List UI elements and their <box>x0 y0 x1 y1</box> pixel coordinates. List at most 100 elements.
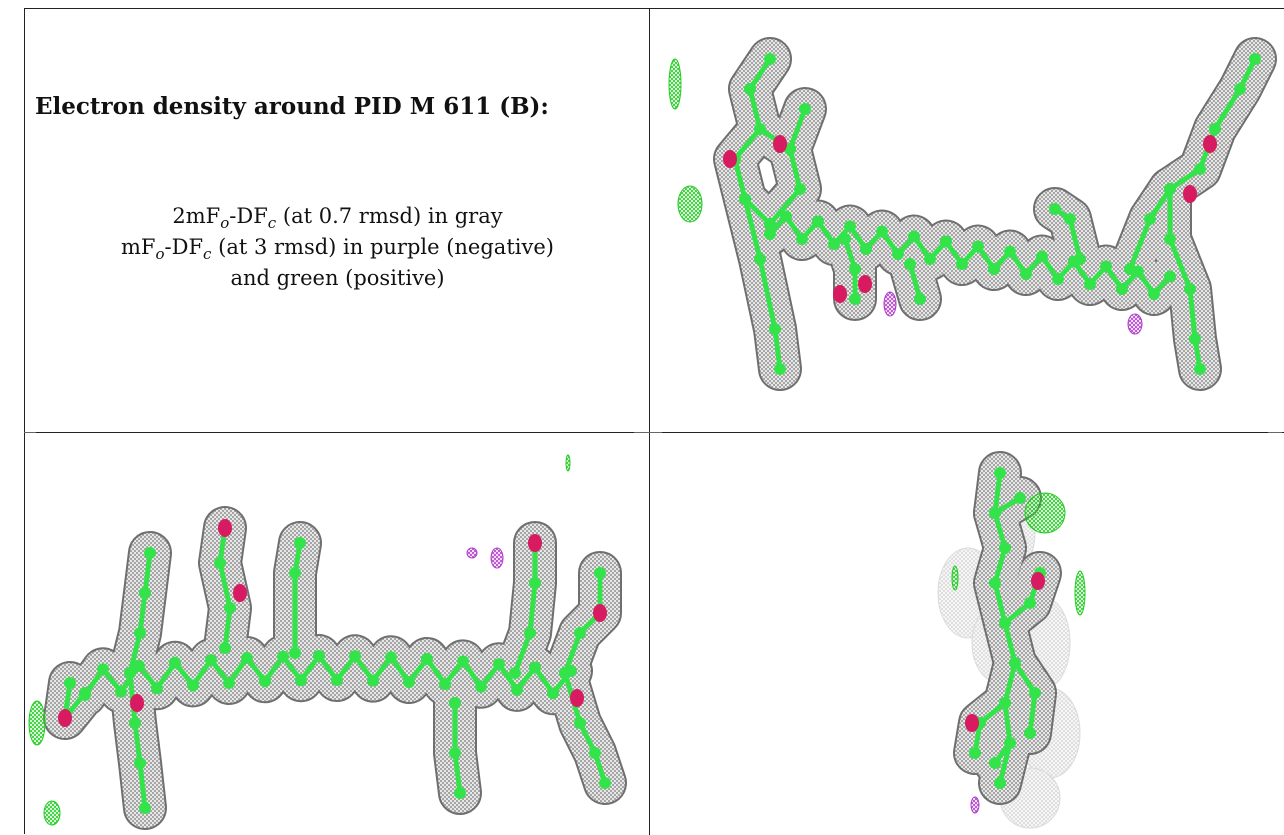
carbon-atom <box>524 627 536 639</box>
carbon-atom <box>969 747 981 759</box>
oxygen-atom <box>593 604 607 622</box>
carbon-atom <box>1052 273 1064 285</box>
carbon-atom <box>1036 250 1048 263</box>
carbon-atom <box>994 467 1006 479</box>
carbon-atom <box>784 143 796 155</box>
carbon-atom <box>812 215 824 228</box>
carbon-atom <box>1184 283 1196 295</box>
carbon-atom <box>219 642 231 654</box>
carbon-atom <box>421 652 433 665</box>
carbon-atom <box>124 667 136 679</box>
carbon-atom <box>187 679 199 692</box>
negative-density-blob <box>1127 313 1143 335</box>
carbon-atom <box>844 220 856 233</box>
carbon-atom <box>547 687 559 700</box>
carbon-atom <box>914 293 926 305</box>
carbon-atom <box>988 263 1000 275</box>
carbon-atom <box>994 777 1006 789</box>
oxygen-atom <box>1203 135 1217 153</box>
positive-density-blob <box>565 454 571 472</box>
carbon-atom <box>133 659 145 672</box>
carbon-atom <box>1234 83 1246 95</box>
carbon-atom <box>241 652 253 665</box>
carbon-atom <box>509 667 521 679</box>
carbon-atom <box>139 802 151 814</box>
carbon-atom <box>1024 597 1036 609</box>
carbon-atom <box>1124 263 1136 275</box>
carbon-atom <box>876 225 888 238</box>
oxygen-atom <box>528 534 542 552</box>
carbon-atom <box>599 777 611 789</box>
carbon-atom <box>559 667 571 679</box>
carbon-model <box>729 53 1261 375</box>
carbon-atom <box>1164 233 1176 245</box>
carbon-atom <box>214 557 226 569</box>
carbon-atom <box>1004 737 1016 749</box>
carbon-atom <box>1209 123 1221 135</box>
carbon-atom <box>774 363 786 375</box>
carbon-atom <box>331 674 343 687</box>
carbon-model <box>59 522 611 814</box>
carbon-atom <box>64 677 76 689</box>
carbon-atom <box>115 685 127 698</box>
carbon-atom <box>454 787 466 799</box>
carbon-atom <box>574 627 586 639</box>
carbon-atom <box>529 661 541 674</box>
carbon-atom <box>1116 283 1128 295</box>
carbon-atom <box>129 717 141 729</box>
carbon-atom <box>385 651 397 664</box>
legend-line-fo-fc: mFo-DFc (at 3 rmsd) in purple (negative) <box>121 235 554 264</box>
carbon-atom <box>277 650 289 663</box>
oxygen-atom <box>1031 572 1045 590</box>
positive-density-blob <box>1074 570 1086 616</box>
oxygen-atom <box>723 150 737 168</box>
carbon-atom <box>594 567 606 579</box>
carbon-atom <box>1164 270 1176 283</box>
carbon-atom <box>972 240 984 253</box>
carbon-atom <box>1009 657 1021 669</box>
carbon-atom <box>1004 245 1016 258</box>
carbon-atom <box>1164 183 1176 195</box>
carbon-atom <box>1249 53 1261 65</box>
carbon-atom <box>493 658 505 671</box>
carbon-atom <box>134 757 146 769</box>
carbon-atom <box>764 53 776 65</box>
carbon-atom <box>1100 260 1112 273</box>
grid-tick <box>24 432 36 433</box>
grid-tick <box>634 432 662 433</box>
oxygen-atom <box>570 689 584 707</box>
negative-density-blob <box>883 291 897 317</box>
carbon-atom <box>1020 268 1032 280</box>
carbon-atom <box>799 103 811 115</box>
density-view-1 <box>650 9 1284 433</box>
positive-density-blob <box>677 185 703 223</box>
positive-density-blob <box>668 58 682 110</box>
carbon-atom <box>134 627 146 639</box>
carbon-atom <box>1064 213 1076 225</box>
carbon-atom <box>439 678 451 691</box>
carbon-atom <box>313 650 325 663</box>
carbon-atom <box>999 697 1011 709</box>
density-view-1-image <box>668 37 1277 391</box>
carbon-atom <box>205 654 217 667</box>
carbon-atom <box>289 647 301 659</box>
carbon-atom <box>794 183 806 195</box>
oxygen-atom <box>233 584 247 602</box>
carbon-atom <box>403 676 415 689</box>
carbon-atom <box>1189 333 1201 345</box>
carbon-atom <box>475 680 487 693</box>
negative-density-blob <box>466 547 478 559</box>
carbon-atom <box>1074 253 1086 265</box>
carbon-atom <box>924 253 936 265</box>
carbon-atom <box>849 263 861 275</box>
carbon-atom <box>1049 203 1061 215</box>
oxygen-atom <box>58 709 72 727</box>
carbon-atom <box>989 577 1001 589</box>
carbon-atom <box>449 697 461 709</box>
legend-cell: Electron density around PID M 611 (B): 2… <box>25 9 650 433</box>
negative-density-blob <box>970 796 980 814</box>
density-view-3 <box>650 433 1284 835</box>
figure-heading: Electron density around PID M 611 (B): <box>35 93 549 120</box>
carbon-atom <box>223 676 235 689</box>
positive-density-blob <box>951 565 959 591</box>
